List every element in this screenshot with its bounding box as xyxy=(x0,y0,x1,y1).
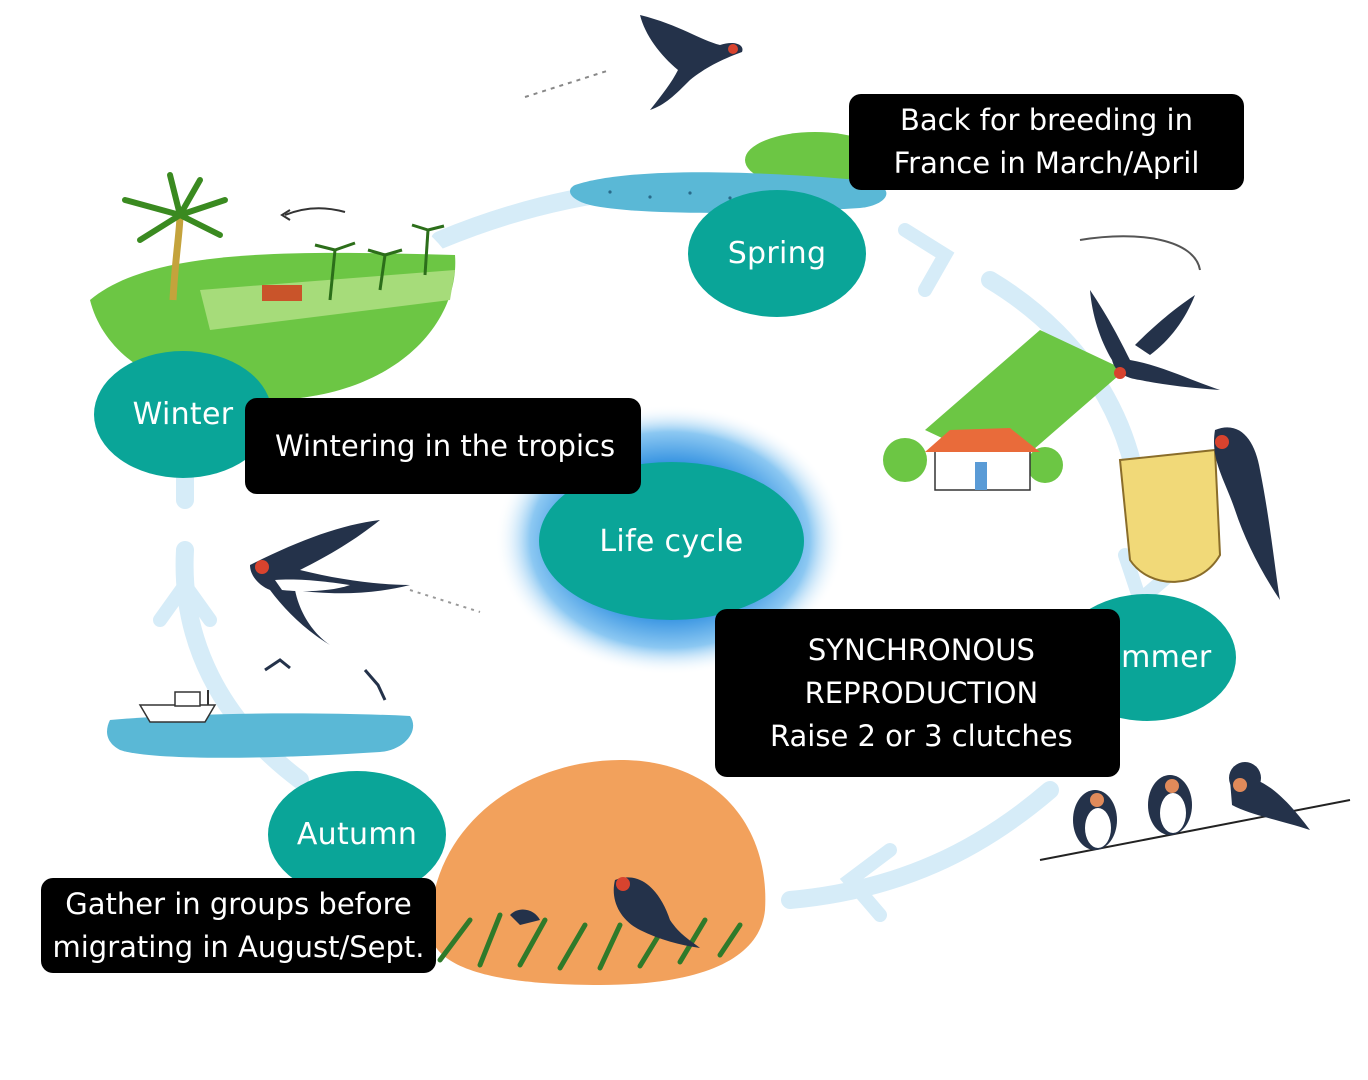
winter-note-line-1: Wintering in the tropics xyxy=(275,428,616,463)
summer-perched-swallow xyxy=(1214,427,1280,600)
winter-label: Winter xyxy=(94,351,272,478)
summer-note-line-2: REPRODUCTION xyxy=(804,675,1039,710)
summer-flying-swallow xyxy=(1090,290,1220,390)
autumn-note-line-2: migrating in August/Sept. xyxy=(52,929,425,964)
autumn-swallow xyxy=(613,877,700,948)
spring-swallow-illustration xyxy=(524,15,743,110)
summer-note: SYNCHRONOUS REPRODUCTION Raise 2 or 3 cl… xyxy=(715,609,1120,777)
spring-note-line-1: Back for breeding in xyxy=(899,103,1193,137)
autumn-note: Gather in groups before migrating in Aug… xyxy=(41,878,436,973)
spring-note: Back for breeding in France in March/Apr… xyxy=(849,94,1244,190)
spring-note-line-2: France in March/April xyxy=(893,146,1200,180)
autumn-label: Autumn xyxy=(268,771,446,898)
autumn-field-illustration xyxy=(430,760,766,985)
summer-note-line-3: Raise 2 or 3 clutches xyxy=(770,718,1073,753)
winter-note: Wintering in the tropics xyxy=(245,398,641,494)
flight-trail xyxy=(1079,235,1201,271)
birds-on-wire-illustration xyxy=(1039,762,1351,861)
spring-label: Spring xyxy=(688,190,866,317)
summer-note-line-1: SYNCHRONOUS xyxy=(807,632,1035,667)
autumn-note-line-1: Gather in groups before xyxy=(65,886,412,921)
summer-farm-illustration xyxy=(883,330,1222,583)
migrating-swallow-illustration xyxy=(250,520,481,701)
life-cycle-center: Life cycle xyxy=(539,462,804,620)
sea-boat-illustration xyxy=(107,690,414,758)
